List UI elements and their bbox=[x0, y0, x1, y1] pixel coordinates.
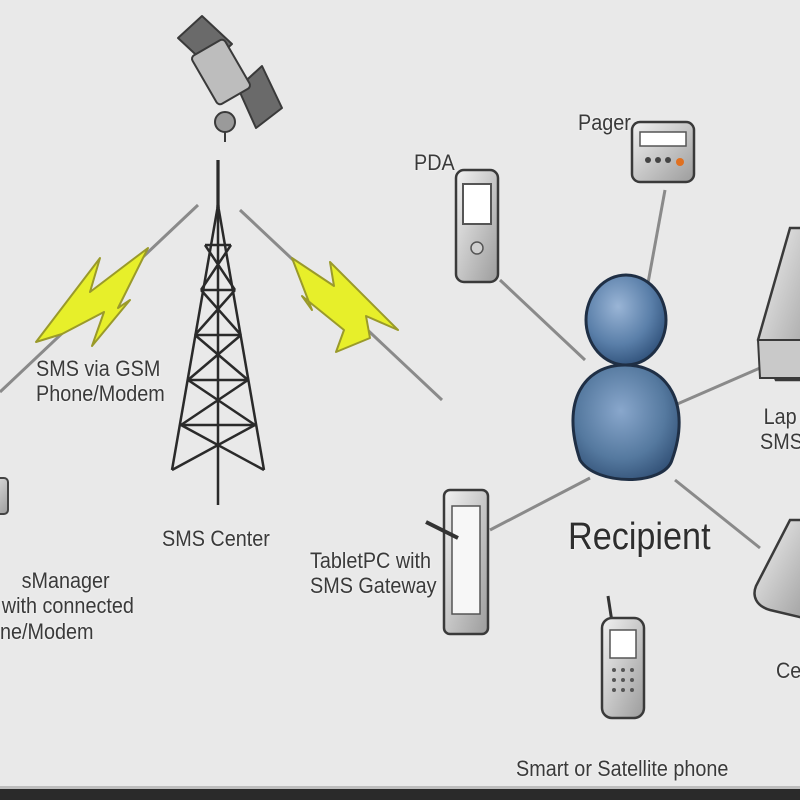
smart-phone-label: Smart or Satellite phone bbox=[516, 756, 729, 781]
pager-label: Pager bbox=[578, 110, 631, 135]
sender-label: sManager with connected ne/Modem bbox=[0, 568, 134, 644]
sender-computer-icon bbox=[0, 477, 9, 515]
tablet-connector bbox=[489, 476, 591, 532]
sms-center-tower-icon bbox=[170, 160, 266, 505]
recipient-label: Recipient bbox=[568, 516, 711, 558]
recipient-person-icon bbox=[571, 273, 681, 481]
pda-icon bbox=[454, 168, 500, 284]
right-lightning-icon bbox=[291, 257, 399, 353]
cell-phone-label: Ce bbox=[776, 658, 800, 683]
bottom-frame-bar bbox=[0, 788, 800, 800]
laptop-label: Lap SMS bbox=[760, 404, 800, 455]
cell-phone-icon bbox=[753, 518, 800, 619]
cellphone-connector bbox=[674, 478, 761, 550]
pda-connector bbox=[498, 278, 587, 362]
tablet-pc-label: TabletPC with SMS Gateway bbox=[310, 548, 437, 599]
gsm-modem-label: SMS via GSM Phone/Modem bbox=[36, 356, 165, 407]
sms-center-label: SMS Center bbox=[162, 526, 270, 551]
laptop-icon bbox=[756, 226, 800, 382]
pager-connector bbox=[646, 189, 667, 284]
pager-icon bbox=[630, 120, 696, 184]
left-lightning-icon bbox=[35, 247, 149, 347]
stylus-icon bbox=[425, 520, 459, 540]
smart-phone-icon bbox=[600, 595, 646, 720]
satellite-icon bbox=[177, 15, 283, 142]
tablet-pc-icon bbox=[425, 488, 490, 636]
pda-label: PDA bbox=[414, 150, 455, 175]
laptop-connector bbox=[674, 366, 761, 407]
